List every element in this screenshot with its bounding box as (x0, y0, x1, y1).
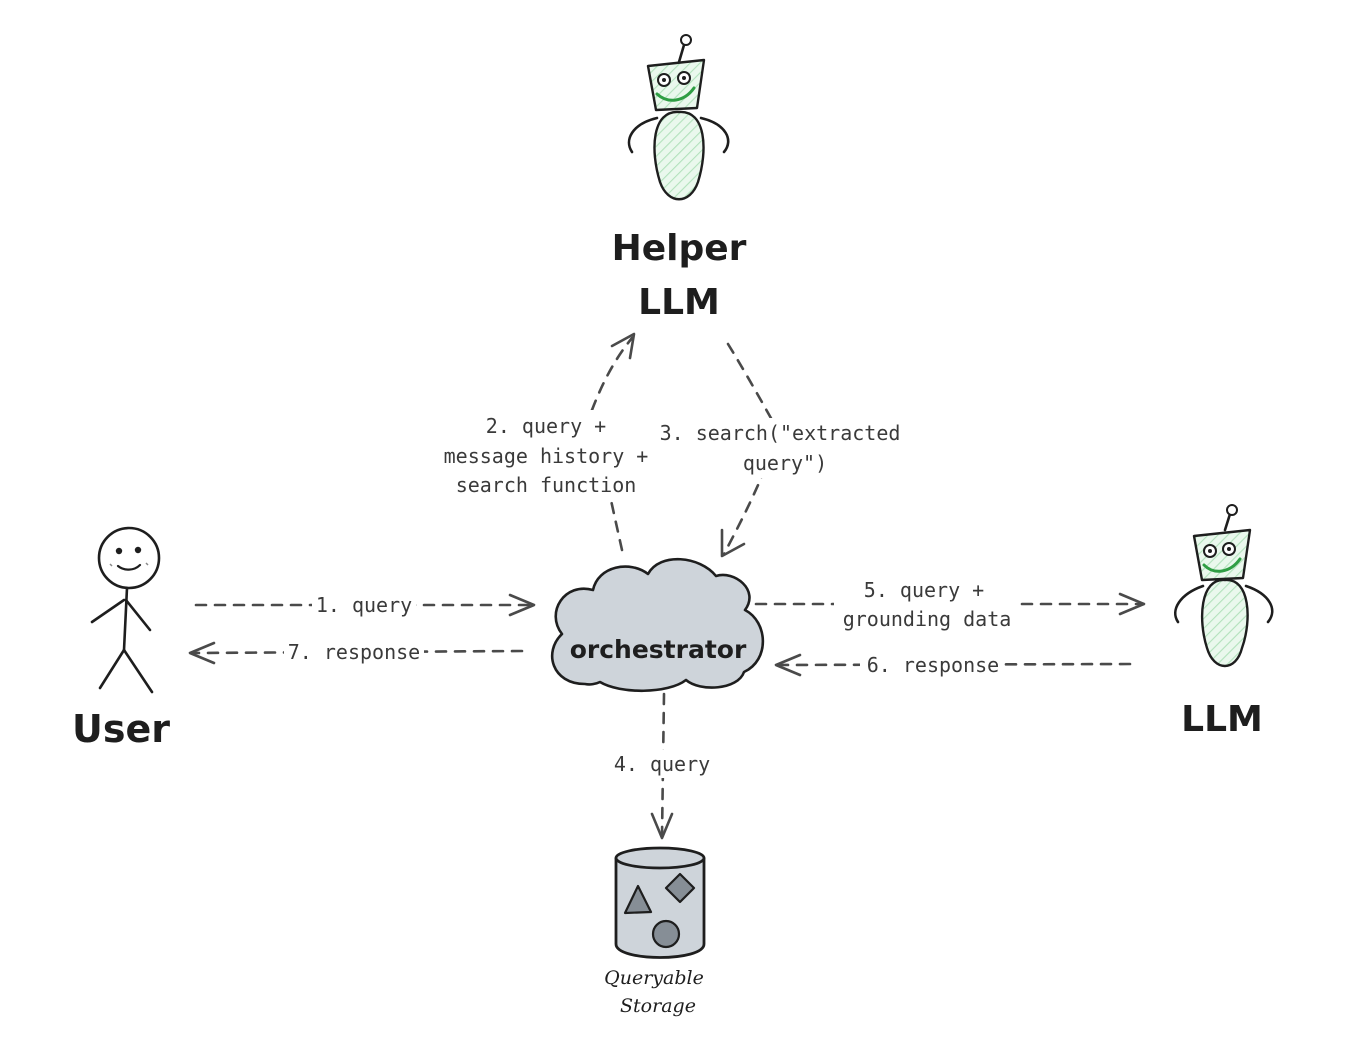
edge-7-label: 7. response (288, 640, 420, 664)
edge-7-orchestrator-to-user: 7. response (188, 638, 524, 666)
edge-1-label: 1. query (316, 593, 412, 617)
helper-llm-title: Helper (612, 228, 747, 269)
edge-5-orchestrator-to-llm: 5. query + grounding data (754, 574, 1146, 634)
user-title: User (72, 707, 170, 751)
user-stick-figure-icon (90, 526, 161, 694)
edge-2-label-line-1: 2. query + (486, 414, 606, 438)
edge-5-label-line-1: 5. query + (864, 578, 984, 602)
orchestrator-label: orchestrator (570, 635, 747, 664)
edge-4-orchestrator-to-storage: 4. query (610, 692, 716, 840)
llm-robot-icon (1174, 504, 1274, 667)
helper-robot-icon (627, 34, 730, 201)
edge-5-label-line-2: grounding data (843, 607, 1012, 631)
storage-title: Queryable (604, 967, 704, 989)
llm-title: LLM (1181, 699, 1263, 740)
edge-6-label: 6. response (867, 653, 999, 677)
edge-4-label: 4. query (614, 752, 710, 776)
storage-database-icon (614, 846, 706, 959)
edge-3-label-line-1: 3. search("extracted (660, 421, 901, 445)
helper-llm-subtitle: LLM (638, 282, 720, 323)
edge-6-llm-to-orchestrator: 6. response (774, 650, 1132, 678)
edge-1-user-to-orchestrator: 1. query (194, 590, 536, 618)
edge-2-label-line-3: search function (456, 473, 637, 497)
orchestrator-cloud-icon (551, 557, 765, 693)
edge-3-label-line-2: query") (743, 451, 827, 475)
edge-2-orchestrator-to-helper: 2. query + message history + search func… (438, 332, 654, 552)
storage-subtitle: Storage (620, 995, 696, 1017)
edge-2-label-line-2: message history + (444, 444, 649, 468)
edge-3-helper-to-orchestrator: 3. search("extracted query") (656, 342, 906, 558)
